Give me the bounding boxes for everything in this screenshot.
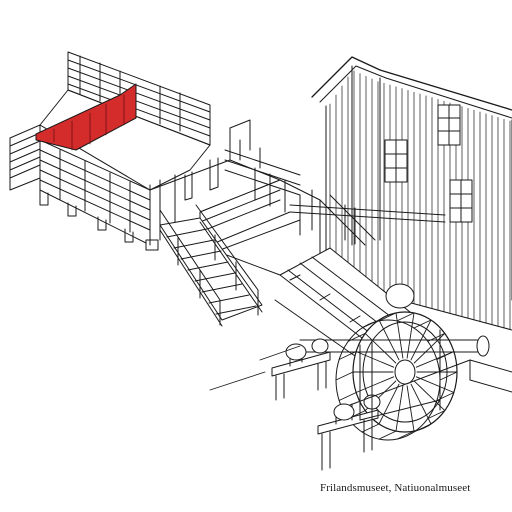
wheel-spoke	[355, 351, 395, 368]
upper-walkway	[9, 51, 321, 276]
wheel-paddle	[338, 392, 357, 401]
mill-window	[449, 179, 473, 223]
wheel-paddle	[378, 430, 397, 440]
wheel-spoke	[406, 312, 415, 359]
red-highlighted-board	[35, 83, 137, 151]
wheel-house-posts	[359, 329, 441, 431]
wheel-paddle	[361, 319, 380, 329]
wheel-paddle	[439, 371, 458, 381]
axle-and-bearing-trestles	[271, 189, 490, 471]
wheel-paddle	[335, 371, 354, 381]
wheel-spoke	[355, 376, 395, 393]
wheel-paddle	[427, 410, 446, 420]
mill-building	[311, 56, 512, 393]
wheel-paddle	[338, 351, 357, 360]
mill-window	[384, 139, 408, 183]
image-credit: Frilandsmuseet, Natiuonalmuseet	[320, 482, 471, 494]
wheel-spoke	[410, 383, 432, 425]
wheel-paddle	[378, 312, 397, 322]
wheel-spoke	[395, 385, 404, 432]
wheel-spoke	[406, 385, 415, 432]
mill-window	[437, 104, 461, 146]
wheel-spoke	[364, 332, 397, 364]
wheel-paddle	[396, 430, 415, 440]
wheel-spoke	[378, 383, 400, 425]
wheel-paddle	[413, 319, 432, 329]
wheel-paddle	[413, 423, 432, 433]
wheel-paddle	[361, 423, 380, 433]
stairs	[159, 204, 263, 327]
wheel-paddle	[396, 312, 415, 322]
wheel-spoke	[415, 376, 455, 393]
